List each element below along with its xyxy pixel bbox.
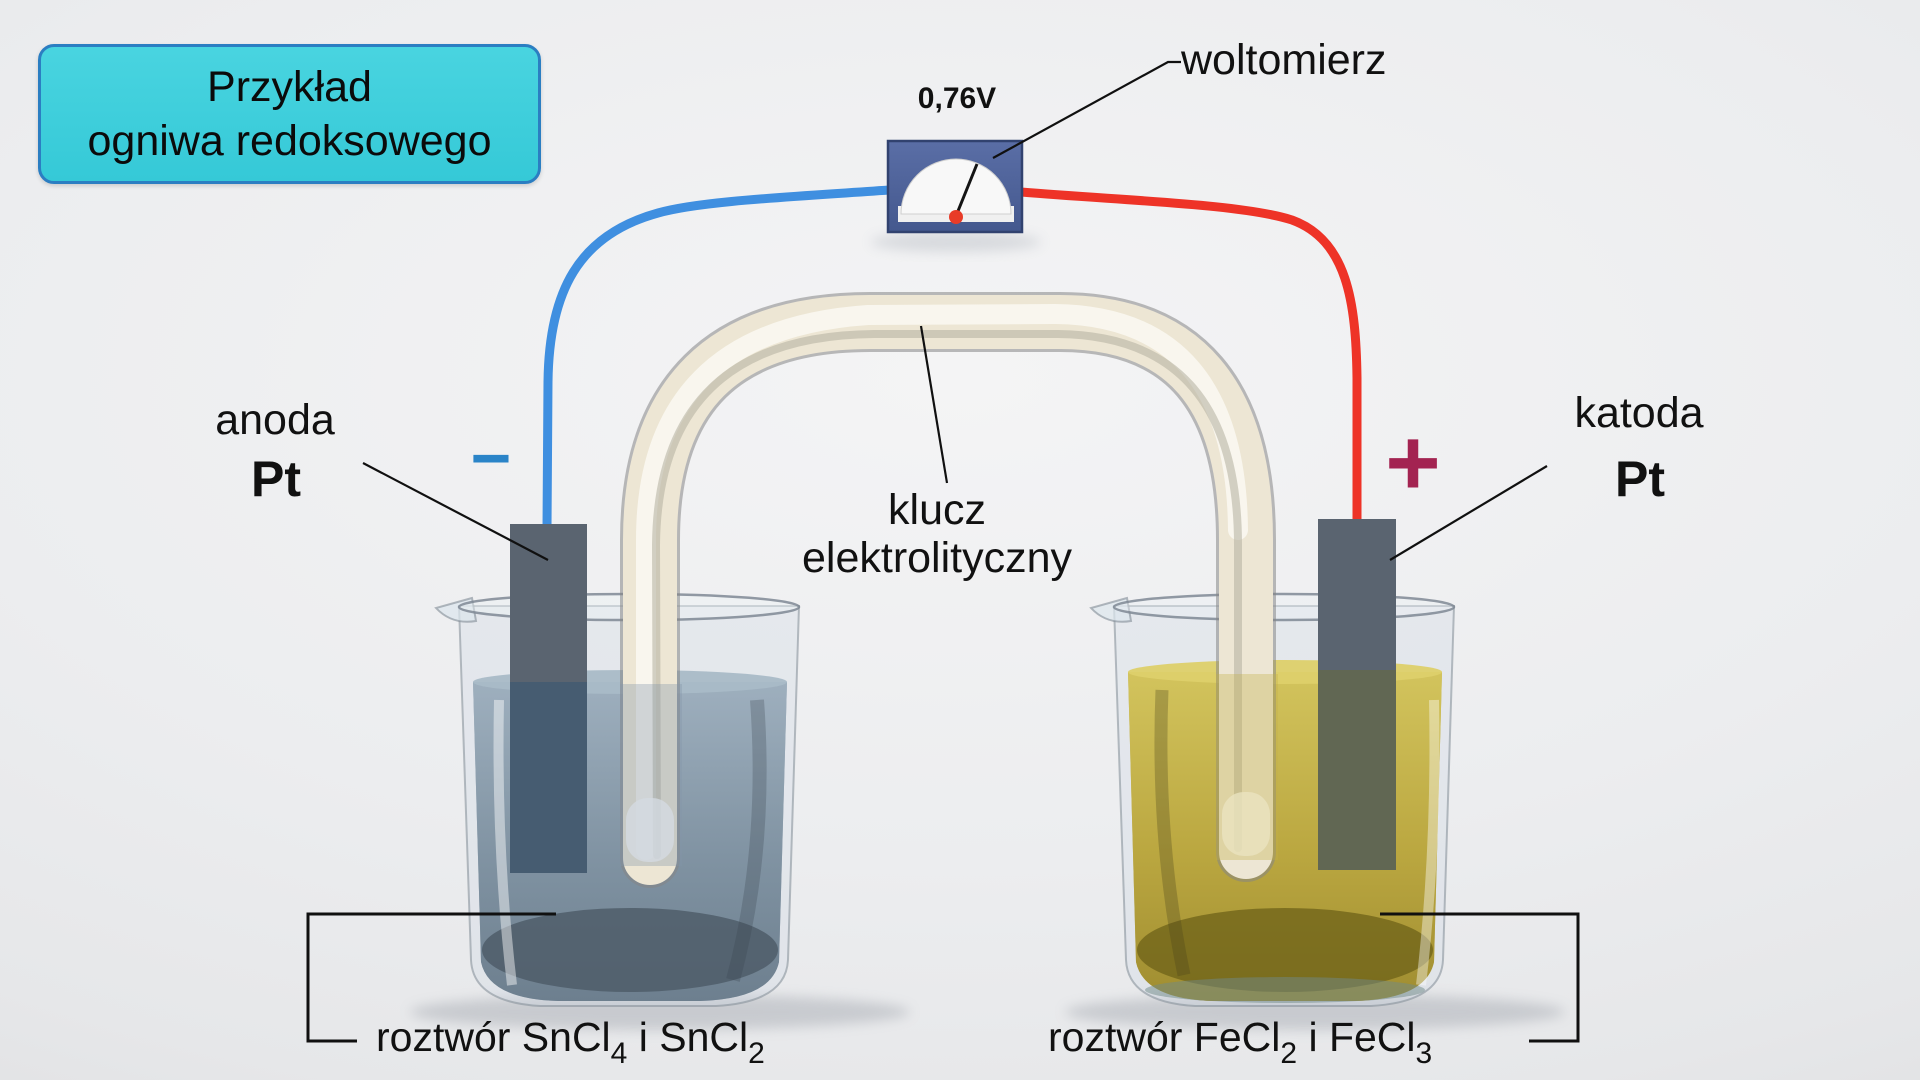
right-solution-sub1: 2 (1280, 1037, 1298, 1070)
salt-bridge-label-line1: klucz (888, 486, 986, 534)
left-solution-bracket (306, 912, 556, 1043)
title-line2: ogniwa redoksowego (87, 117, 492, 165)
right-beaker (1089, 592, 1456, 1007)
plus-sign: + (1385, 410, 1441, 516)
left-solution-label: roztwór SnCl4 i SnCl2 (376, 1014, 765, 1071)
voltmeter-needle-pivot (949, 210, 963, 224)
right-glass-highlight (1416, 699, 1440, 986)
right-solution-label: roztwór FeCl2 i FeCl3 (1048, 1014, 1432, 1071)
voltmeter-label: woltomierz (1181, 36, 1387, 84)
tube-tip-right (1222, 792, 1270, 856)
salt-bridge-label-line2: elektrolityczny (801, 534, 1073, 582)
tube-highlight (636, 303, 1248, 860)
voltmeter-pointer-line (992, 60, 1181, 159)
positive-wire (1016, 187, 1362, 527)
right-solution-sub2: 3 (1415, 1037, 1433, 1070)
voltmeter-dial (900, 158, 1012, 215)
title-box: Przykład ogniwa redoksowego (38, 44, 541, 184)
anode-label: anoda (215, 396, 335, 444)
right-glass-reflection (1154, 689, 1191, 977)
right-solution-bracket (1380, 912, 1580, 1043)
tube-submerged-left (620, 684, 682, 866)
right-liquid-bottom (1137, 908, 1433, 992)
right-solution-text: roztwór FeCl (1048, 1014, 1281, 1060)
minus-sign: − (470, 419, 512, 497)
voltmeter-reading: 0,76V (917, 82, 997, 115)
tube-submerged-right (1216, 674, 1278, 860)
left-solution-sub2: 2 (748, 1037, 765, 1070)
right-solution-text2: i FeCl (1297, 1014, 1416, 1060)
left-beaker (434, 592, 801, 1007)
cathode-material-label: Pt (1615, 451, 1665, 507)
anode-pointer-line (362, 462, 549, 561)
tube-tip-left (626, 798, 674, 862)
anode-plate (510, 524, 587, 873)
left-liquid-bottom (482, 908, 778, 992)
left-solution-text: roztwór SnCl (376, 1014, 611, 1060)
right-liquid-bottom-edge (1145, 977, 1425, 1003)
tube-shading (651, 330, 1242, 859)
left-glass-highlight (493, 699, 517, 986)
anode-electrode (510, 524, 587, 873)
salt-bridge-tube (620, 292, 1278, 888)
voltmeter-needle (954, 163, 979, 217)
anode-material-label: Pt (251, 451, 301, 507)
voltmeter-device (886, 139, 1024, 234)
cathode-plate (1318, 519, 1396, 870)
pointer-lines (362, 60, 1548, 561)
cathode-submerged (1318, 670, 1396, 870)
cathode-label: katoda (1574, 389, 1704, 437)
title-line1: Przykład (207, 63, 372, 111)
left-solution-sub1: 4 (610, 1037, 628, 1070)
left-solution-text2: i SnCl (627, 1014, 749, 1060)
salt-bridge-pointer-line (919, 325, 949, 484)
anode-submerged (510, 682, 587, 873)
left-glass-reflection (726, 699, 767, 982)
right-beaker-rim (1112, 592, 1456, 622)
cathode-electrode (1318, 519, 1396, 870)
solution-brackets (306, 912, 1580, 1043)
negative-wire (542, 185, 894, 532)
beaker-shadows (410, 232, 1565, 1030)
cathode-pointer-line (1389, 465, 1548, 561)
